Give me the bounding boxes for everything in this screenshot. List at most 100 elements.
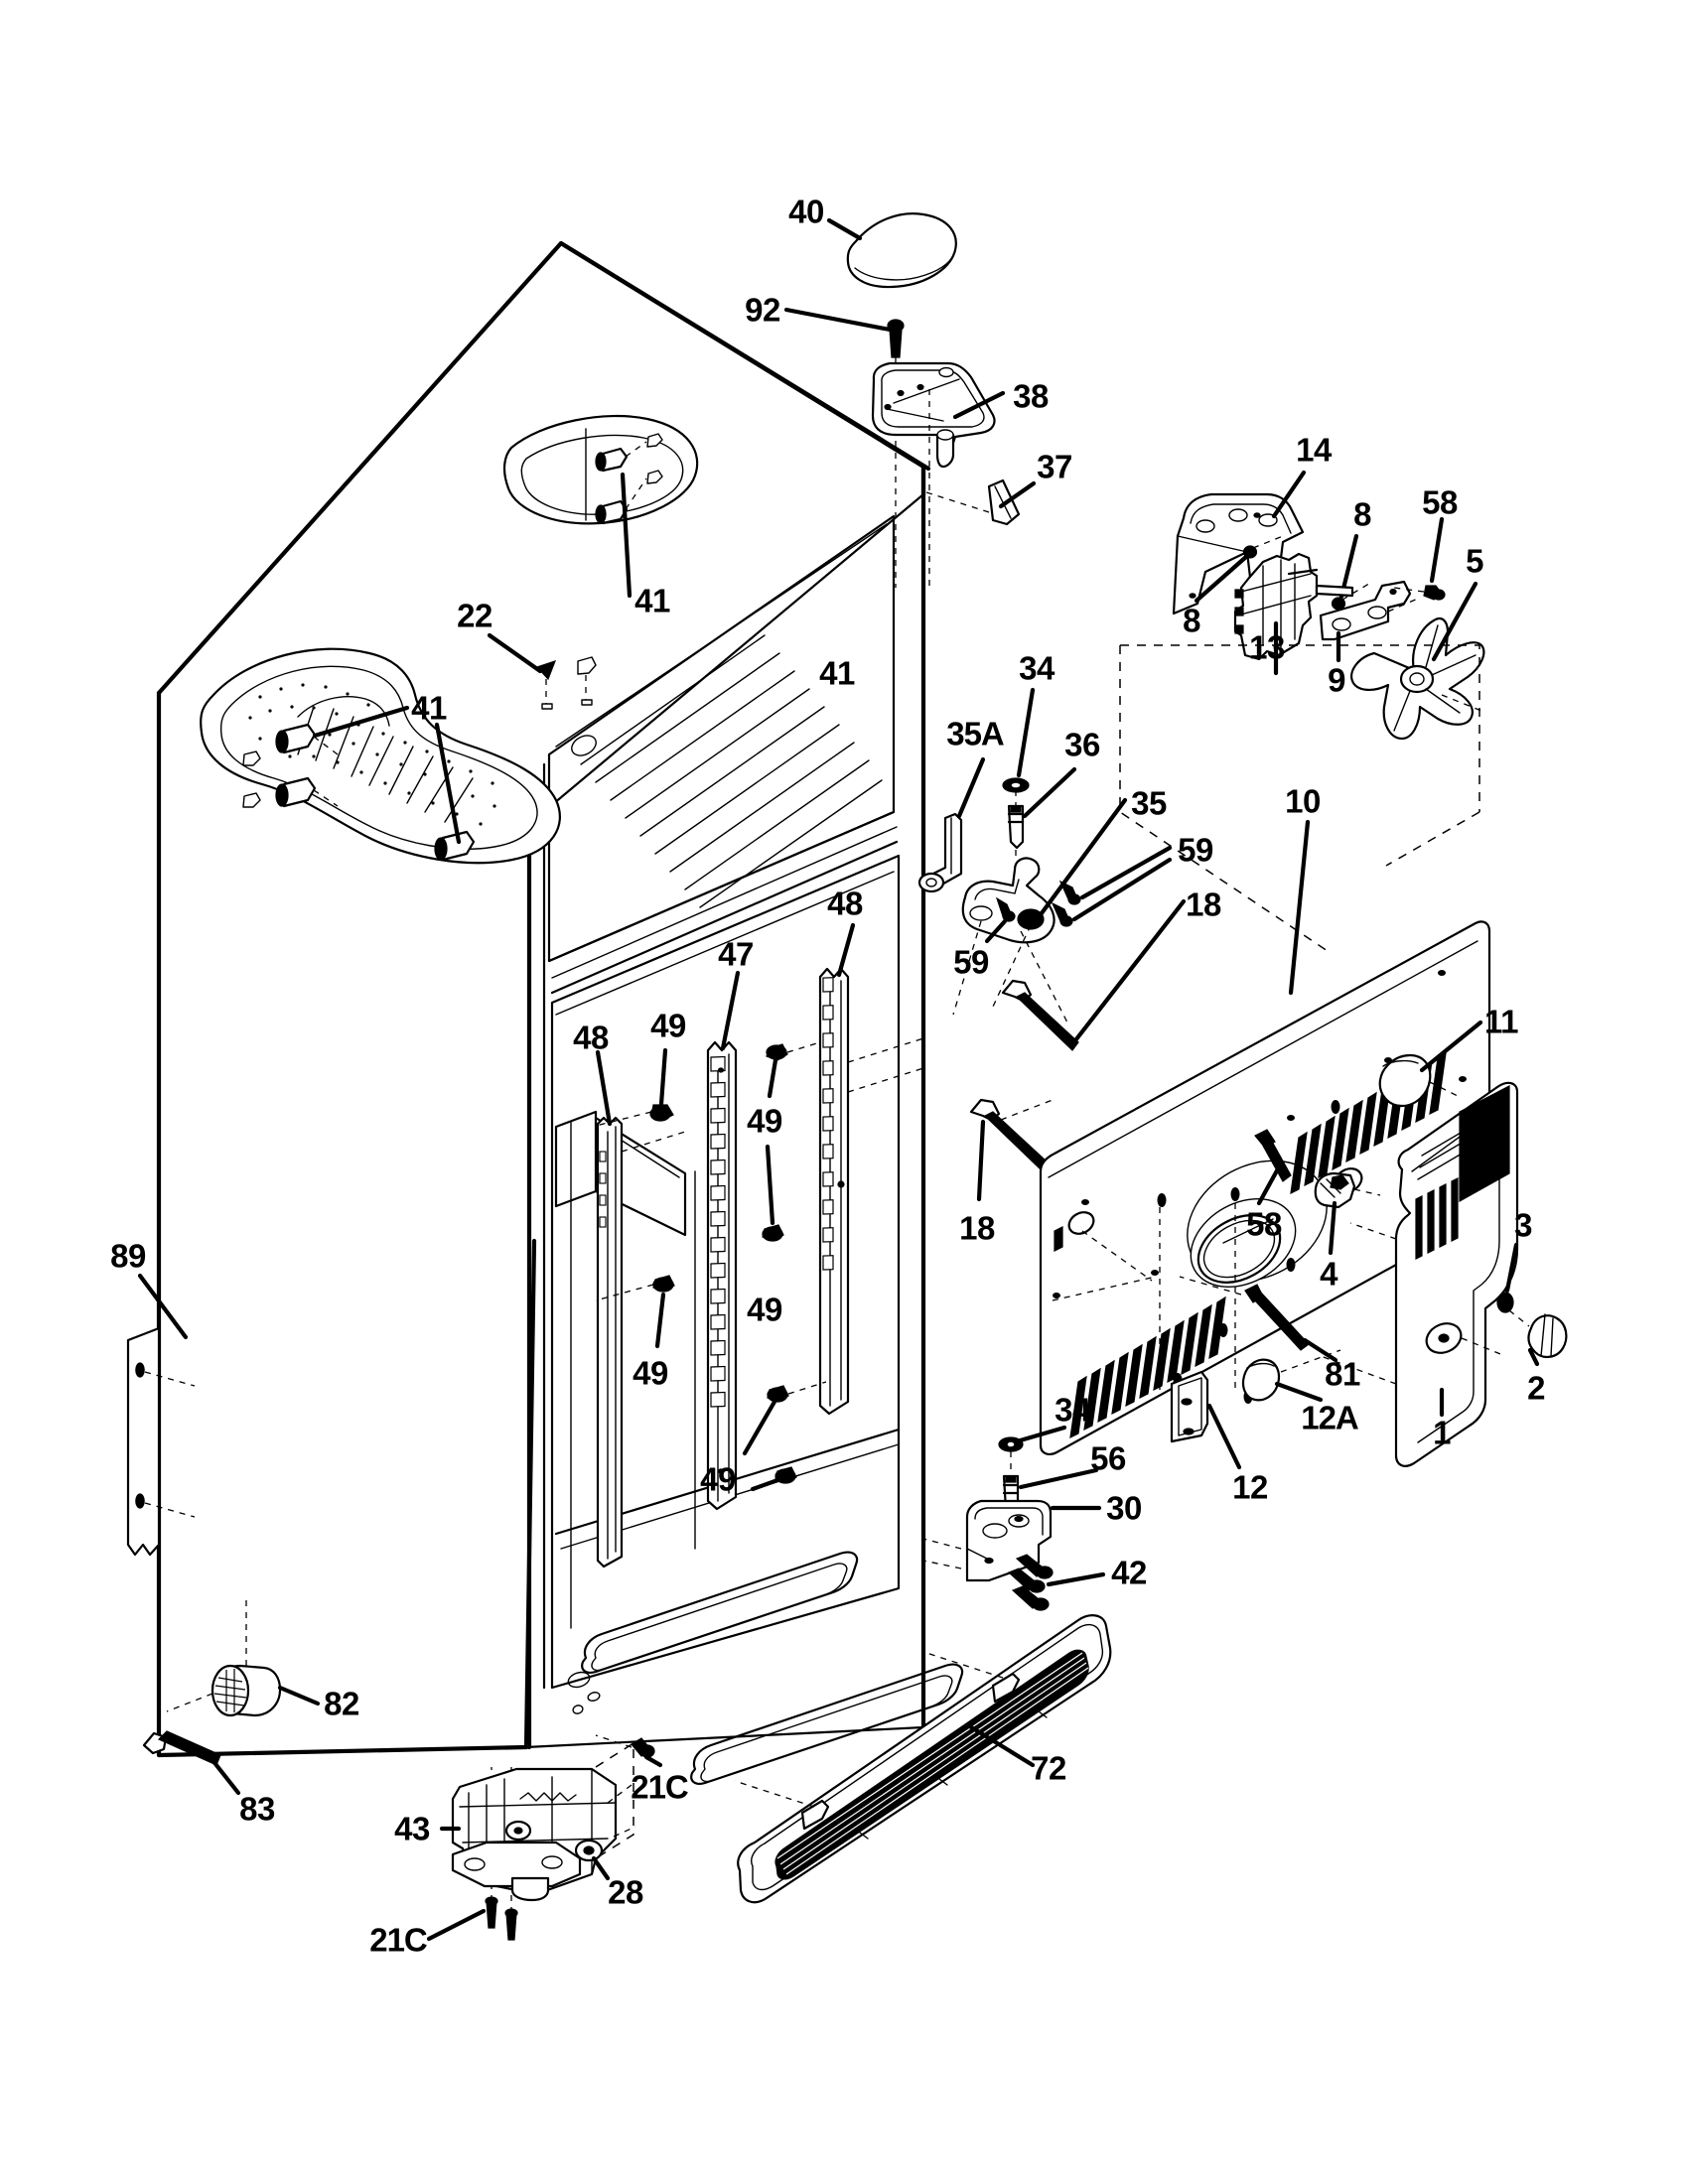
part-4-socket xyxy=(1314,1171,1381,1256)
callout-49-a: 49 xyxy=(650,1007,686,1044)
part-43-bottom-hinge-assembly xyxy=(439,1741,636,1902)
callout-81: 81 xyxy=(1325,1355,1360,1393)
callout-28: 28 xyxy=(608,1873,643,1911)
part-30-bottom-hinge xyxy=(922,1499,1102,1582)
callout-3: 3 xyxy=(1514,1206,1532,1244)
part-49-clip-b xyxy=(766,1041,821,1099)
part-47-rail-center xyxy=(706,970,741,1511)
callout-89: 89 xyxy=(110,1237,146,1275)
part-35-hinge-plate xyxy=(952,797,1128,1025)
callout-41-b: 41 xyxy=(819,654,855,692)
callout-10: 10 xyxy=(1285,782,1321,820)
callout-58-b: 58 xyxy=(1246,1205,1282,1243)
callout-59-b: 59 xyxy=(953,943,989,981)
callout-21C-b: 21C xyxy=(369,1921,428,1959)
callout-38: 38 xyxy=(1013,377,1049,415)
callout-43: 43 xyxy=(394,1810,430,1847)
part-5-fan-blade xyxy=(1119,581,1485,954)
callout-18-a: 18 xyxy=(1186,886,1221,923)
callout-48-a: 48 xyxy=(827,885,863,922)
callout-2: 2 xyxy=(1527,1369,1545,1407)
part-9-motor-bracket-lower xyxy=(1319,580,1421,663)
callout-35A: 35A xyxy=(946,715,1005,752)
part-14-motor-bracket xyxy=(1172,470,1307,615)
part-11-cap xyxy=(1378,1020,1483,1108)
part-34-grommet-upper xyxy=(1002,687,1036,856)
callout-37: 37 xyxy=(1037,448,1072,485)
callout-12: 12 xyxy=(1232,1468,1268,1506)
callout-9: 9 xyxy=(1328,661,1345,699)
callout-59-a: 59 xyxy=(1178,831,1213,869)
part-72-bottom-grille xyxy=(734,1614,1112,1904)
callout-42: 42 xyxy=(1111,1554,1147,1591)
callout-14: 14 xyxy=(1296,431,1332,469)
part-22-clip xyxy=(487,632,597,710)
part-59-screw-c xyxy=(984,896,1016,944)
callout-34-b: 34 xyxy=(1055,1391,1090,1429)
callout-82: 82 xyxy=(324,1685,359,1722)
callout-5: 5 xyxy=(1466,542,1483,580)
part-42-screws xyxy=(1007,1554,1106,1611)
part-18-rod-lower xyxy=(969,1098,1054,1202)
callout-83: 83 xyxy=(239,1790,275,1828)
freezer-compartment xyxy=(547,514,899,995)
part-49-clip-a xyxy=(595,1047,674,1127)
callout-22: 22 xyxy=(457,597,492,634)
part-49-clip-d xyxy=(595,1275,675,1349)
callout-1: 1 xyxy=(1433,1414,1451,1451)
part-49-clip-f xyxy=(750,1466,797,1492)
part-1-control-housing xyxy=(1320,1081,1519,1467)
callout-41-a: 41 xyxy=(634,582,670,619)
callout-48-b: 48 xyxy=(573,1019,609,1056)
callout-13: 13 xyxy=(1249,628,1285,666)
callout-36: 36 xyxy=(1064,726,1100,763)
part-48-rail-right xyxy=(818,922,924,1416)
callout-30: 30 xyxy=(1106,1489,1142,1527)
part-89-rear-trim xyxy=(126,1273,196,1557)
part-37-hinge-pin xyxy=(922,478,1037,526)
part-81-screw xyxy=(1179,1276,1338,1363)
part-35A-hinge-arm xyxy=(917,756,986,893)
callout-41-c: 41 xyxy=(411,689,447,727)
callout-8-a: 8 xyxy=(1353,495,1371,533)
part-13-fan-motor xyxy=(1233,552,1354,676)
part-8-screw-left xyxy=(1194,535,1284,604)
callout-49-e: 49 xyxy=(700,1460,736,1498)
cabinet-shell xyxy=(156,240,931,1758)
part-2-cap xyxy=(1527,1313,1568,1367)
part-58-screw-fan xyxy=(1393,516,1446,601)
callout-4: 4 xyxy=(1320,1255,1337,1293)
part-49-clip-e xyxy=(742,1381,827,1456)
part-36-bushing xyxy=(1007,766,1077,850)
callout-56: 56 xyxy=(1090,1439,1126,1477)
part-38-top-hinge xyxy=(871,361,1006,586)
part-41-handle-lower xyxy=(200,647,561,865)
part-92-pin xyxy=(783,307,905,588)
callout-72: 72 xyxy=(1031,1749,1066,1787)
part-83-leveling-bolt xyxy=(142,1730,241,1796)
part-59-screw-a xyxy=(1058,845,1173,905)
part-59-screw-b xyxy=(1051,857,1173,927)
part-12A-plug xyxy=(1241,1349,1341,1403)
part-21C-screw-upper xyxy=(595,1734,663,1768)
part-3-screw xyxy=(1496,1242,1530,1327)
callout-49-c: 49 xyxy=(747,1291,782,1328)
callout-35: 35 xyxy=(1131,784,1167,822)
callout-92: 92 xyxy=(745,291,780,329)
callout-21C-a: 21C xyxy=(631,1768,689,1806)
part-82-bushing xyxy=(166,1600,321,1717)
part-41-handle-upper xyxy=(502,414,699,599)
callout-12A: 12A xyxy=(1301,1399,1359,1436)
callout-58-a: 58 xyxy=(1422,483,1458,521)
part-10-rear-panel xyxy=(1039,819,1491,1455)
callout-40: 40 xyxy=(788,193,824,230)
callout-18-b: 18 xyxy=(959,1209,995,1247)
part-8-screw-right xyxy=(1331,533,1373,611)
callout-11: 11 xyxy=(1484,1003,1518,1040)
part-58-screw-panel xyxy=(1254,1129,1292,1206)
callout-47: 47 xyxy=(718,935,754,973)
callout-8-b: 8 xyxy=(1183,602,1200,639)
callout-49-d: 49 xyxy=(633,1354,668,1392)
